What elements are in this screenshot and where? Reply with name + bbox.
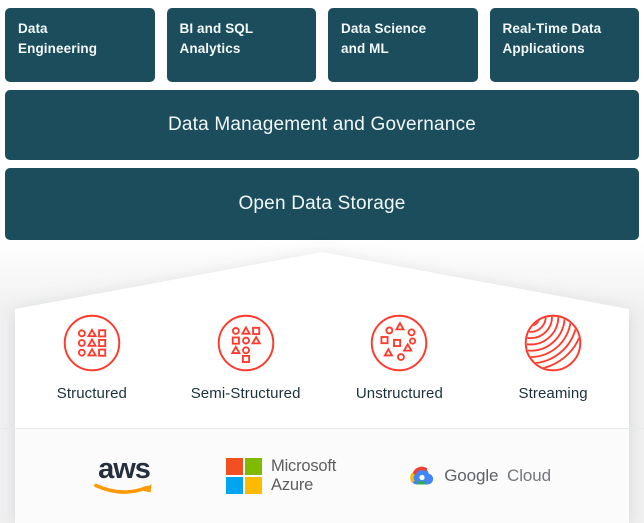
- semi-structured-data-icon: [217, 314, 274, 372]
- open-data-storage-bar: Open Data Storage: [5, 168, 639, 240]
- structured-data-icon: [63, 314, 121, 372]
- data-type-label: Streaming: [518, 385, 588, 402]
- capability-boxes-row: Data Engineering BI and SQL Analytics Da…: [5, 8, 639, 82]
- data-type-unstructured: Unstructured: [323, 314, 477, 402]
- aws-wordmark: aws: [98, 453, 151, 486]
- capability-box-label: BI and SQL Analytics: [179, 21, 254, 57]
- microsoft-label: Microsoft: [271, 457, 337, 476]
- data-type-semi-structured: Semi-Structured: [169, 314, 323, 402]
- capability-box-bi-sql-analytics: BI and SQL Analytics: [166, 8, 316, 82]
- microsoft-square-red: [226, 458, 244, 475]
- data-type-streaming: Streaming: [476, 314, 630, 402]
- house-panel: [15, 252, 629, 523]
- google-cloud-icon: [410, 466, 434, 485]
- capability-box-realtime-data-apps: Real-Time Data Applications: [489, 8, 639, 82]
- google-label: Google: [444, 466, 499, 485]
- google-cloud-logo: Google Cloud: [408, 465, 551, 487]
- cloud-label: Cloud: [507, 466, 551, 485]
- capability-box-label: Data Engineering: [18, 21, 98, 57]
- microsoft-square-yellow: [245, 477, 263, 494]
- data-type-label: Semi-Structured: [190, 385, 301, 402]
- bar-label: Open Data Storage: [238, 193, 406, 214]
- microsoft-square-blue: [226, 477, 244, 494]
- capability-box-data-science-ml: Data Science and ML: [328, 8, 478, 82]
- aws-smile-icon: [94, 483, 152, 494]
- data-types-row: Structured: [15, 314, 630, 402]
- google-cloud-text: Google Cloud: [444, 466, 551, 486]
- azure-label: Azure: [271, 476, 314, 494]
- capability-box-label: Real-Time Data Applications: [502, 21, 602, 57]
- aws-logo: aws: [94, 453, 154, 497]
- capability-box-label: Data Science and ML: [341, 21, 427, 57]
- microsoft-squares-icon: [226, 458, 263, 494]
- data-sources-section: Structured: [0, 240, 644, 523]
- house-panel-shadow: [0, 240, 644, 523]
- data-type-label: Unstructured: [355, 385, 443, 402]
- section-divider: [0, 428, 644, 429]
- microsoft-square-green: [245, 458, 263, 475]
- logos-strip-background: [15, 429, 629, 523]
- streaming-data-icon: [524, 314, 582, 372]
- data-management-governance-bar: Data Management and Governance: [5, 90, 639, 160]
- unstructured-data-icon: [371, 314, 428, 372]
- capability-box-data-engineering: Data Engineering: [5, 8, 155, 82]
- microsoft-azure-text: Microsoft Azure: [271, 457, 336, 495]
- bar-label: Data Management and Governance: [167, 114, 477, 135]
- microsoft-azure-logo: Microsoft Azure: [226, 457, 336, 495]
- data-type-structured: Structured: [15, 314, 169, 402]
- data-type-label: Structured: [56, 385, 127, 402]
- cloud-providers-row: aws Microsoft Azure: [15, 429, 630, 523]
